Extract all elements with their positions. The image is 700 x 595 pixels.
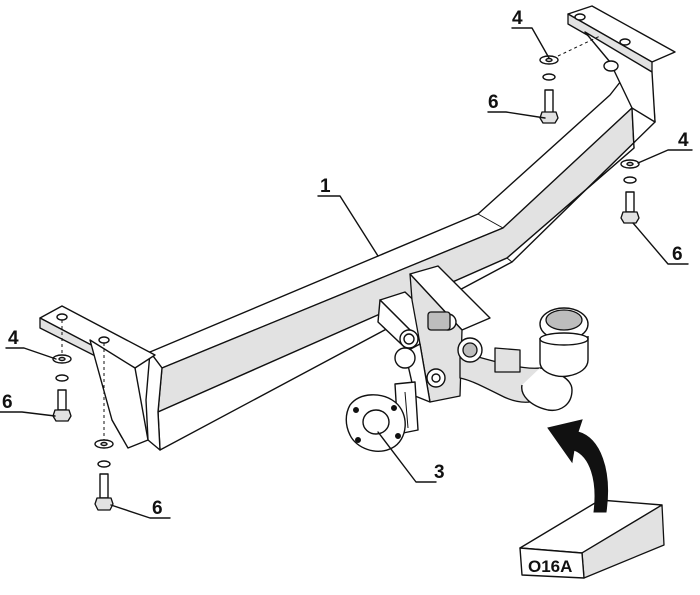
callout-1: 1: [320, 176, 331, 197]
hitch-receiver: [377, 265, 589, 412]
right-mounting-bracket: [557, 5, 676, 123]
direction-arrow-icon: [547, 419, 609, 513]
package-label: O16A: [528, 557, 572, 576]
left-fasteners: [52, 354, 114, 511]
right-fasteners: [539, 55, 640, 224]
socket-plate: [345, 381, 419, 452]
callout-6-right: 6: [672, 244, 683, 265]
callout-labels: 1 3 4 6 4 6 4 6 6: [2, 8, 689, 519]
callout-6-bottom-left: 6: [152, 498, 163, 519]
callout-3: 3: [434, 462, 445, 483]
callout-4-left: 4: [8, 328, 19, 349]
leader-lines: [0, 27, 693, 519]
callout-6-left: 6: [2, 392, 13, 413]
callout-4-top-right: 4: [512, 8, 523, 29]
package-box: O16A: [519, 499, 665, 579]
left-mounting-bracket: [39, 305, 156, 449]
cross-beam: [145, 71, 656, 451]
callout-6-top-right: 6: [488, 92, 499, 113]
callout-4-right: 4: [678, 130, 689, 151]
